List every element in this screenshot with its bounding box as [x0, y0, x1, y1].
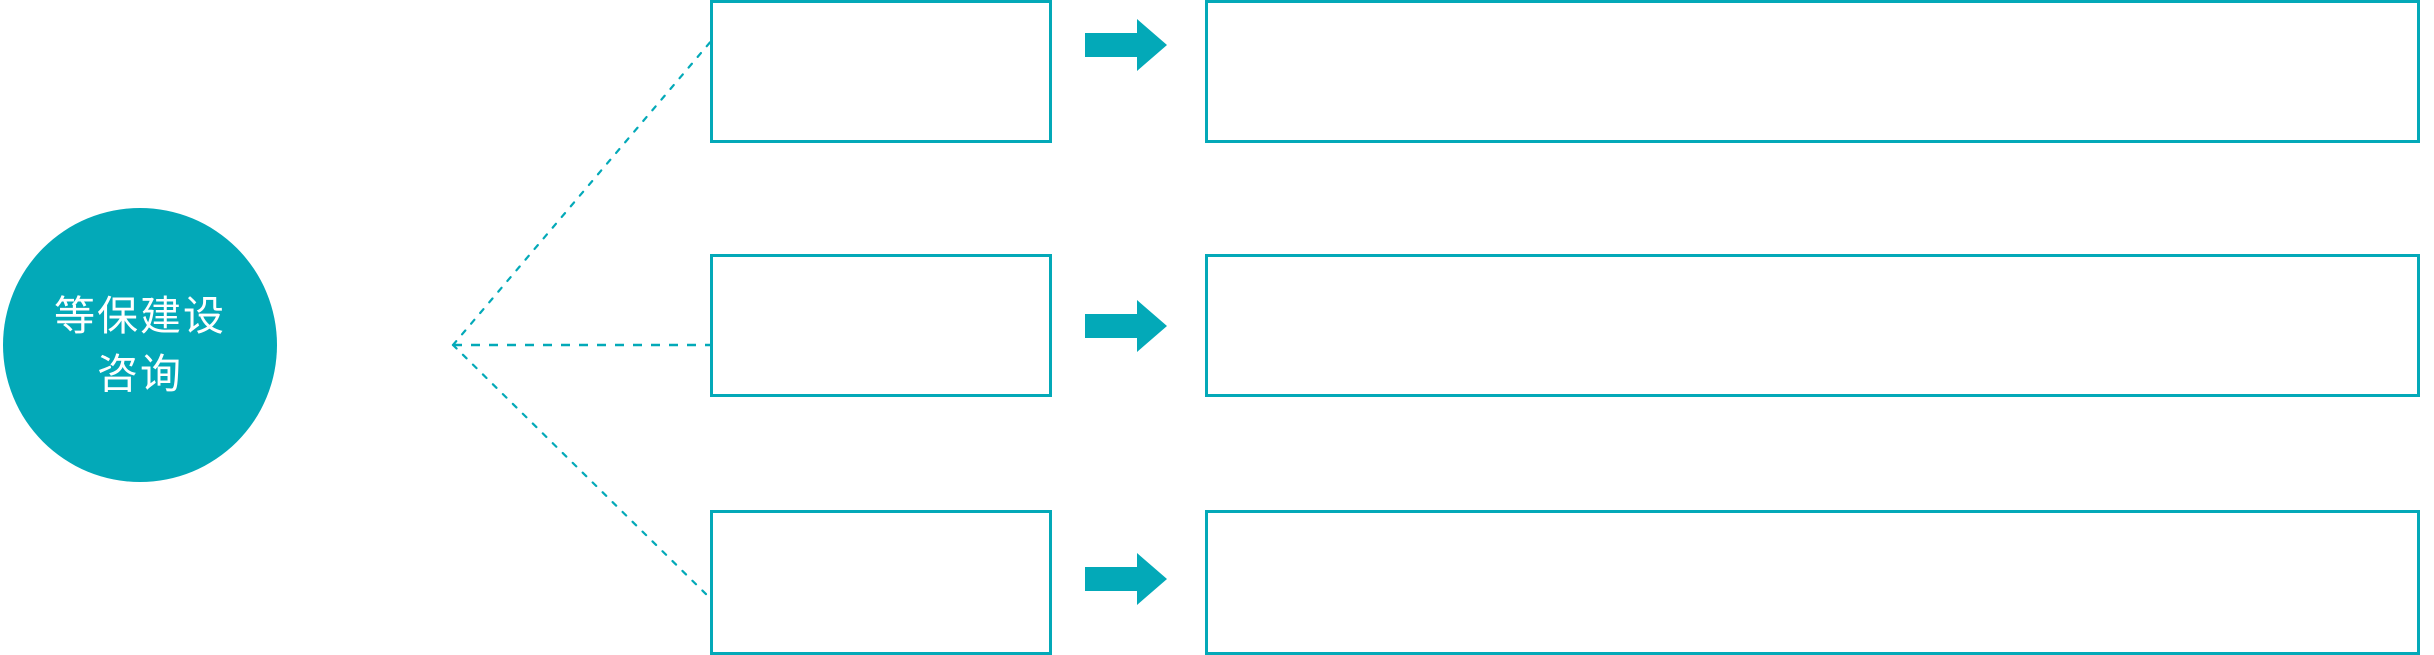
- arrow-right-icon: [1085, 553, 1167, 605]
- hub-label-line-1: 等保建设: [54, 292, 226, 339]
- detail-box-2[interactable]: [1205, 254, 2420, 397]
- stage-box-2[interactable]: [710, 254, 1052, 397]
- diagram-row-3: [0, 510, 2434, 655]
- hub-circle[interactable]: 等保建设 咨询: [3, 208, 277, 482]
- stage-box-3[interactable]: [710, 510, 1052, 655]
- stage-box-1[interactable]: [710, 0, 1052, 143]
- diagram-row-2: [0, 254, 2434, 397]
- diagram-row-1: [0, 0, 2434, 143]
- arrow-right-icon: [1085, 300, 1167, 352]
- arrow-right-icon: [1085, 19, 1167, 71]
- detail-box-1[interactable]: [1205, 0, 2420, 143]
- hub-label-line-2: 咨询: [97, 351, 183, 397]
- detail-box-3[interactable]: [1205, 510, 2420, 655]
